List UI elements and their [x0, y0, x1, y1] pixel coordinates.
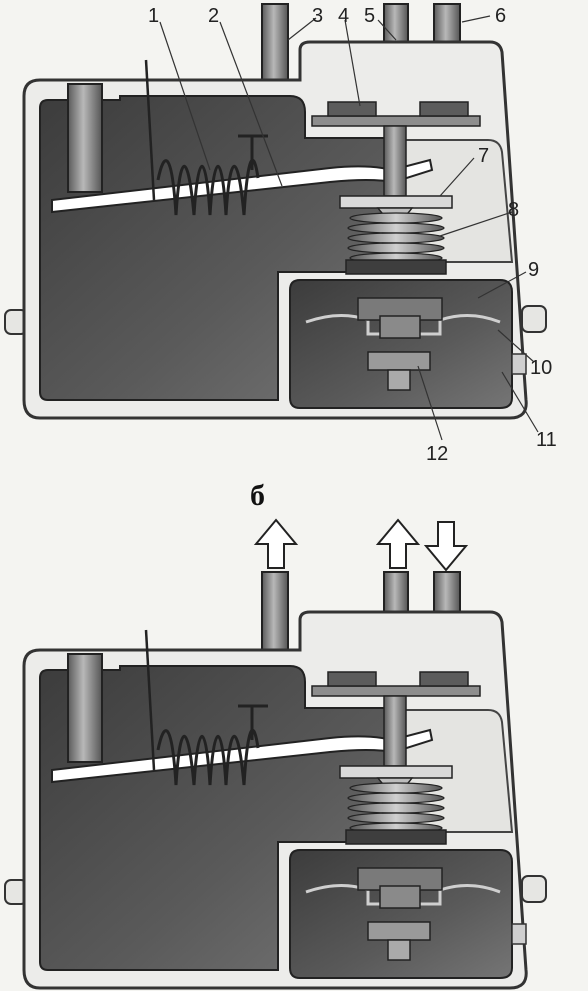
callout-4: 4	[338, 5, 349, 27]
arrow-down-icon	[423, 521, 469, 572]
callout-7: 7	[478, 145, 489, 167]
callout-11: 11	[536, 429, 557, 451]
thermostat-unit-bottom	[3, 610, 548, 990]
callout-12: 12	[426, 443, 448, 465]
arrow-up-icon	[375, 518, 421, 569]
callout-3: 3	[312, 5, 323, 27]
callout-9: 9	[528, 259, 539, 281]
callout-1: 1	[148, 5, 159, 27]
bottom-figure	[3, 518, 548, 990]
callout-5: 5	[364, 5, 375, 27]
callout-6: 6	[495, 5, 506, 27]
arrow-up-icon	[253, 518, 299, 569]
caption-b: б	[250, 479, 265, 512]
callout-8: 8	[508, 199, 519, 221]
callout-10: 10	[530, 357, 552, 379]
top-figure: 1 2 3 4 5 6 7 8 9 10 11 12	[3, 3, 557, 465]
thermostat-unit-top	[3, 40, 548, 420]
callout-2: 2	[208, 5, 219, 27]
